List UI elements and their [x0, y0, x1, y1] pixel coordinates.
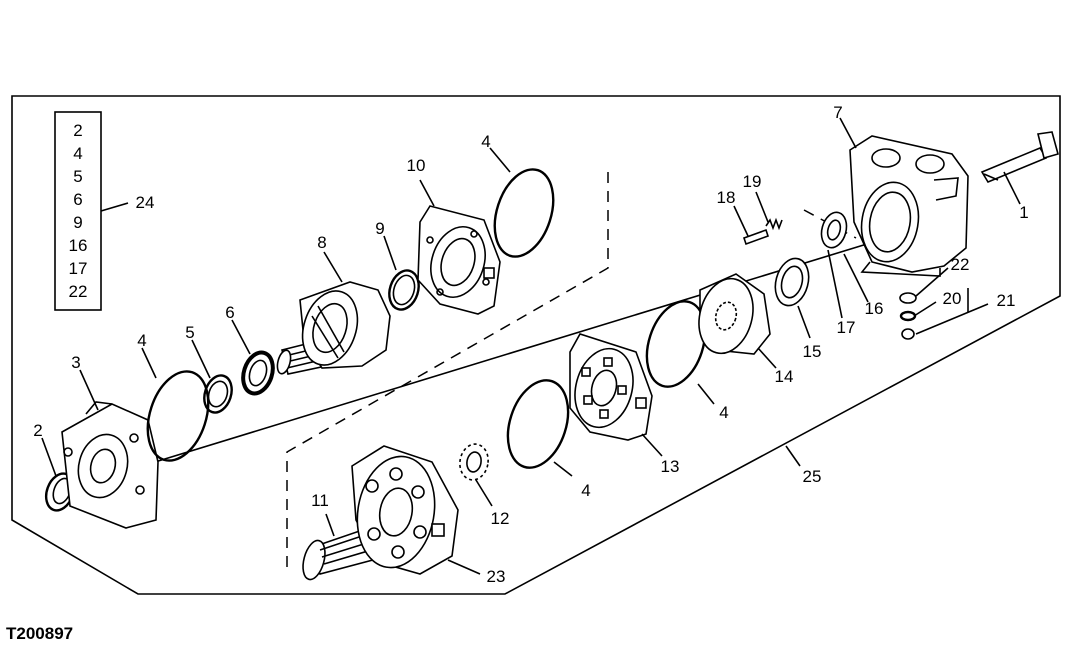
bearing-plate-part-10: [417, 205, 501, 315]
callout-22: 22: [951, 255, 970, 274]
subassembly-dashed-outline: [286, 172, 609, 574]
assembly-boundary: [11, 95, 1061, 595]
gear-part-12: [459, 443, 489, 481]
valve-housing-part-7: [849, 135, 969, 273]
plug-part-21: [901, 328, 915, 340]
front-housing-part-3: [61, 401, 159, 529]
callout-3: 3: [71, 353, 80, 372]
bearing-race-part-6: [241, 350, 275, 396]
ring-part-9: [388, 269, 420, 311]
callout-19: 19: [743, 172, 762, 191]
callout-6: 6: [225, 303, 234, 322]
kit-item: 4: [73, 144, 82, 163]
shaft-bearing-part-8: [276, 281, 391, 375]
spring-part-19: [765, 217, 783, 231]
callout-14: 14: [775, 367, 794, 386]
callout-18: 18: [717, 188, 736, 207]
kit-item: 2: [73, 121, 82, 140]
callout-8: 8: [317, 233, 326, 252]
kit-item: 16: [69, 236, 88, 255]
pin-part-18: [742, 228, 770, 246]
thrust-washer-part-5: [203, 374, 233, 414]
callout-24: 24: [136, 193, 155, 212]
callout-4: 4: [581, 481, 590, 500]
callout-20: 20: [943, 289, 962, 308]
callout-7: 7: [833, 103, 842, 122]
o-ring-part-4: [146, 370, 210, 462]
seal-ring-part-17: [820, 211, 848, 249]
balance-ring-part-15: [774, 257, 810, 307]
callout-11: 11: [311, 491, 329, 510]
rotor-housing-part-23: [351, 445, 459, 575]
callout-12: 12: [491, 509, 510, 528]
commutator-part-14: [698, 273, 771, 355]
callout-4: 4: [719, 403, 728, 422]
callout-13: 13: [661, 457, 680, 476]
callout-4: 4: [481, 132, 490, 151]
wear-plate-part-13: [569, 333, 653, 441]
callout-15: 15: [803, 342, 822, 361]
kit-box: [54, 111, 102, 311]
callout-17: 17: [837, 318, 856, 337]
o-ring-part-4: [645, 300, 707, 388]
o-ring-part-4: [506, 379, 570, 469]
callout-10: 10: [407, 156, 426, 175]
callout-9: 9: [375, 219, 384, 238]
o-ring-part-4: [493, 168, 555, 258]
kit-item: 6: [73, 190, 82, 209]
callout-1: 1: [1019, 203, 1028, 222]
kit-item: 17: [69, 259, 88, 278]
bolt-part-1: [980, 131, 1059, 184]
kit-box-list: 2 4 5 6 9 16 17 22: [69, 121, 88, 301]
callout-23: 23: [487, 567, 506, 586]
callout-5: 5: [185, 323, 194, 342]
callout-25: 25: [803, 467, 822, 486]
callout-4: 4: [137, 331, 146, 350]
callout-21: 21: [997, 291, 1016, 310]
callout-2: 2: [33, 421, 42, 440]
kit-item: 5: [73, 167, 82, 186]
kit-item: 9: [73, 213, 82, 232]
figure-code: T200897: [6, 624, 74, 643]
leader-lines: [41, 117, 1021, 575]
o-ring-part-20: [899, 310, 917, 322]
callout-labels: 1 2 3 4 4 4 4 5 6 7 8 9 10 11 12 13 14 1…: [33, 103, 1028, 586]
kit-item: 22: [69, 282, 88, 301]
washer-part-22: [899, 292, 917, 304]
callout-16: 16: [865, 299, 884, 318]
